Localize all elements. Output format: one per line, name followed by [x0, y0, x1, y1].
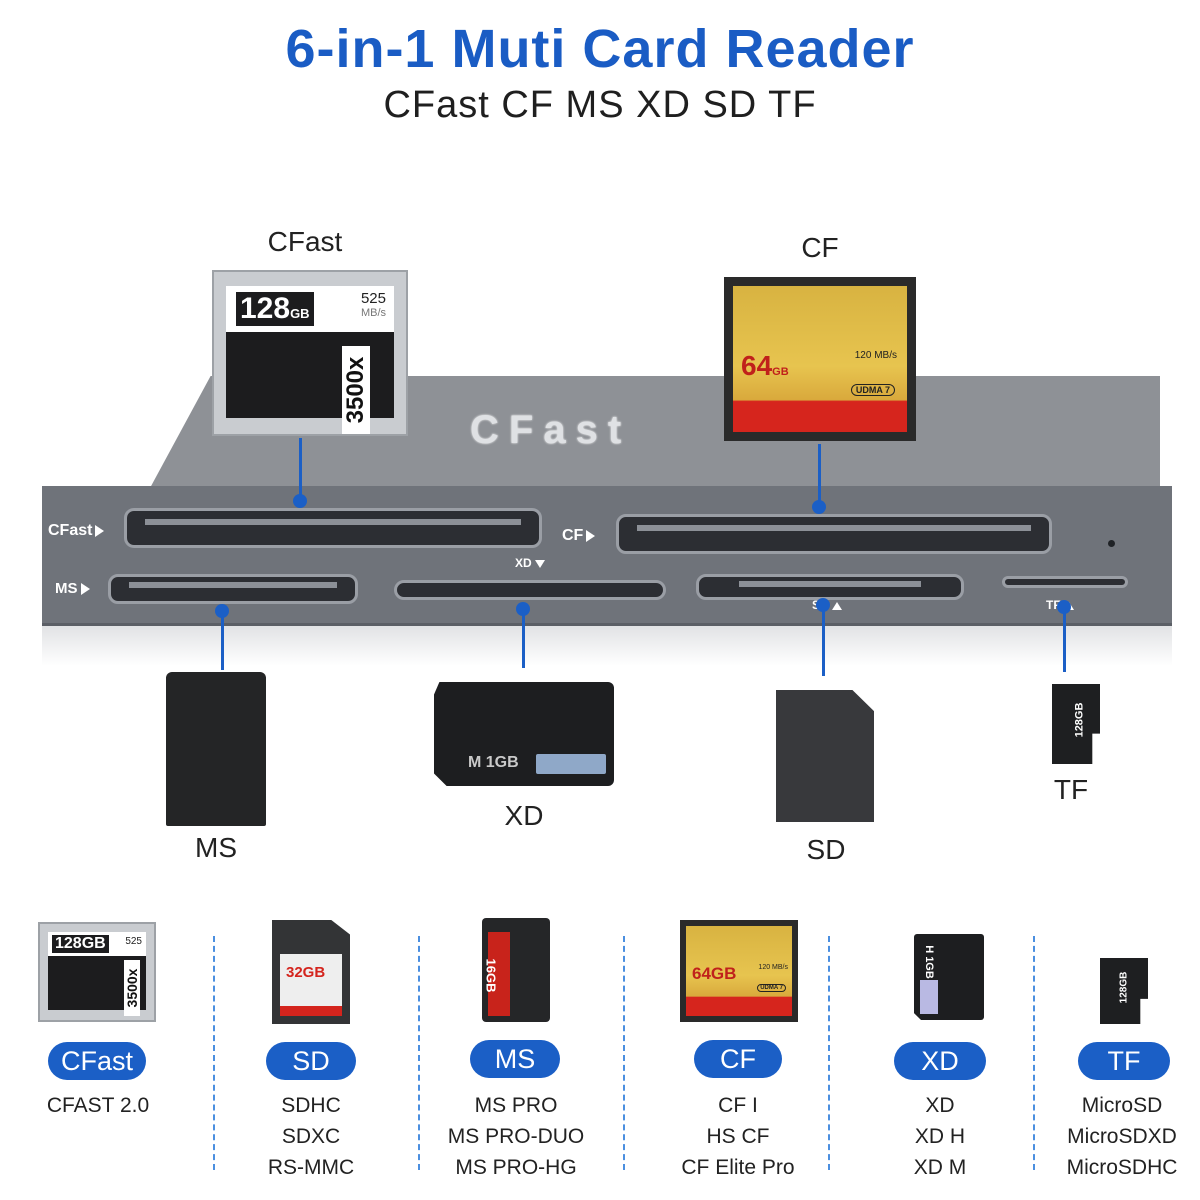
- slot-label-cfast: CFast: [48, 522, 105, 540]
- status-led: [1108, 540, 1115, 547]
- label-cfast: CFast: [267, 226, 343, 257]
- types-tf: MicroSD MicroSDXD MicroSDHC: [1066, 1094, 1178, 1179]
- bottom-xd-text: H 1GB: [922, 945, 935, 979]
- arrow-right-icon: [586, 529, 596, 542]
- bottom-cf-speed: 120 MB/s: [758, 964, 788, 971]
- label-xd: XD: [504, 800, 544, 831]
- pill-cf: CF: [694, 1040, 782, 1078]
- bottom-cfast-rating: 3500x: [124, 960, 140, 1016]
- cf-capacity: 64: [741, 350, 773, 381]
- bottom-sd-text: 32GB: [286, 964, 326, 981]
- cf-speed: 120 MB/s: [854, 350, 897, 361]
- tf-card-image: 128GB: [1052, 684, 1100, 764]
- cf-slot[interactable]: [616, 514, 1052, 554]
- reader-reflection: [42, 626, 1172, 666]
- pill-cfast: CFast: [48, 1042, 146, 1080]
- tf-slot[interactable]: [1002, 576, 1128, 588]
- cfast-speed: 525: [360, 290, 386, 307]
- slot-label-cf: CF: [562, 527, 596, 545]
- connector-tf: [1063, 608, 1066, 672]
- bottom-cfast-speed: 525: [125, 936, 142, 947]
- reader-front-panel: [42, 486, 1172, 626]
- bottom-sd-card-image: 32GB: [272, 920, 350, 1024]
- cf-unit: GB: [772, 366, 789, 378]
- cf-badge: UDMA 7: [850, 384, 895, 396]
- bottom-tf-card-image: 128GB: [1100, 958, 1148, 1024]
- reader-brand: CFast: [470, 408, 632, 452]
- slot-label-xd: XD: [515, 556, 545, 570]
- bottom-cf-badge: UDMA 7: [757, 984, 786, 992]
- connector-cfast: [299, 438, 302, 502]
- page-subtitle: CFast CF MS XD SD TF: [383, 84, 817, 126]
- label-sd: SD: [806, 834, 846, 865]
- pill-sd: SD: [266, 1042, 356, 1080]
- cfast-card-image: 128GB 525 MB/s 3500x: [212, 270, 408, 436]
- types-cfast: CFAST 2.0: [46, 1094, 150, 1117]
- xd-slot[interactable]: [394, 580, 666, 600]
- pill-tf: TF: [1078, 1042, 1170, 1080]
- ms-card-image: [166, 672, 266, 826]
- connector-dot: [516, 602, 530, 616]
- types-xd: XD XD H XD M: [913, 1094, 967, 1179]
- connector-dot: [816, 598, 830, 612]
- pill-ms: MS: [470, 1040, 560, 1078]
- divider: [623, 936, 625, 1170]
- cfast-capacity: 128: [240, 292, 291, 325]
- connector-ms: [221, 612, 224, 670]
- connector-sd: [822, 606, 825, 676]
- bottom-ms-card-image: 16GB: [482, 918, 550, 1022]
- page-title: 6-in-1 Muti Card Reader: [285, 19, 915, 79]
- sd-slot[interactable]: [696, 574, 964, 600]
- label-tf: TF: [1053, 774, 1089, 805]
- cfast-speed-unit: MB/s: [360, 307, 386, 319]
- arrow-right-icon: [80, 583, 90, 596]
- cf-card-image: 64GB 120 MB/s UDMA 7: [724, 277, 916, 441]
- xd-card-image: M 1GB: [434, 682, 614, 786]
- divider: [213, 936, 215, 1170]
- divider: [418, 936, 420, 1170]
- bottom-cf-text: 64GB: [692, 964, 737, 983]
- bottom-cfast-text: 128GB: [52, 935, 109, 953]
- bottom-xd-card-image: H 1GB: [914, 934, 984, 1020]
- arrow-down-icon: [534, 559, 545, 568]
- cfast-slot[interactable]: [124, 508, 542, 548]
- divider: [1033, 936, 1035, 1170]
- tf-card-text: 128GB: [1073, 702, 1086, 738]
- connector-dot: [812, 500, 826, 514]
- sd-card-image: [776, 690, 874, 822]
- cfast-rating: 3500x: [342, 356, 369, 424]
- label-cf: CF: [801, 232, 839, 263]
- types-sd: SDHC SDXC RS-MMC: [267, 1094, 355, 1179]
- connector-dot: [293, 494, 307, 508]
- bottom-tf-text: 128GB: [1118, 971, 1130, 1004]
- arrow-up-icon: [831, 601, 842, 610]
- xd-card-text: M 1GB: [468, 754, 519, 771]
- bottom-cf-card-image: 64GB 120 MB/s UDMA 7: [680, 920, 798, 1022]
- arrow-right-icon: [95, 524, 105, 537]
- connector-xd: [522, 610, 525, 668]
- connector-dot: [1057, 600, 1071, 614]
- bottom-ms-text: 16GB: [483, 958, 499, 993]
- slot-label-ms: MS: [55, 580, 90, 597]
- pill-xd: XD: [894, 1042, 986, 1080]
- types-ms: MS PRO MS PRO-DUO MS PRO-HG: [447, 1094, 585, 1179]
- connector-dot: [215, 604, 229, 618]
- types-cf: CF I HS CF CF Elite Pro: [681, 1094, 795, 1179]
- ms-slot[interactable]: [108, 574, 358, 604]
- cfast-unit: GB: [290, 306, 310, 321]
- bottom-cfast-card-image: 128GB 525 3500x: [38, 922, 156, 1022]
- divider: [828, 936, 830, 1170]
- label-ms: MS: [195, 832, 237, 863]
- connector-cf: [818, 444, 821, 506]
